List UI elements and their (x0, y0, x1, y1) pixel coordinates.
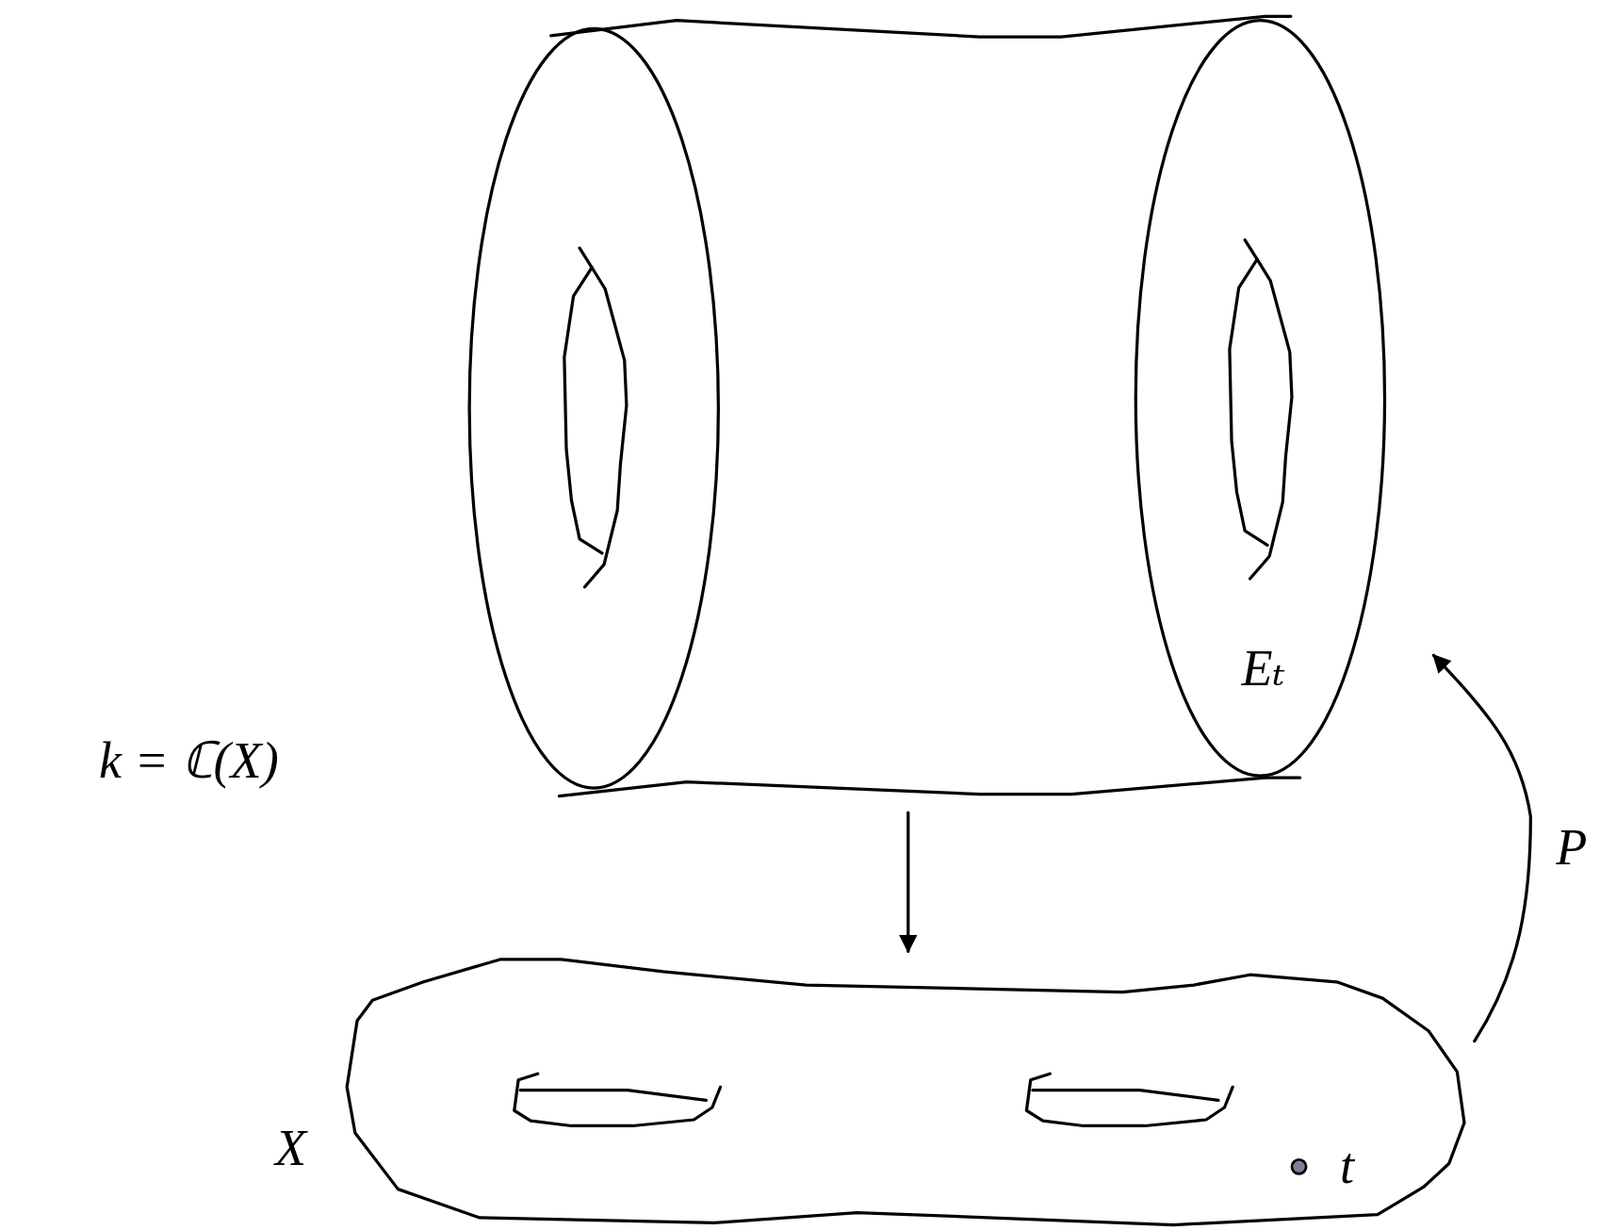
base-curve (346, 959, 1465, 1225)
section-label: P (1555, 821, 1587, 873)
fiber-label: Eₜ (1240, 642, 1285, 694)
field-label: k = ℂ(X) (98, 734, 279, 786)
curve-label: X (275, 1122, 307, 1174)
projection-arrow (906, 812, 910, 951)
fibration-total-space (469, 16, 1385, 796)
point-marker (1291, 1159, 1307, 1174)
section-arrow (1433, 654, 1531, 1041)
point-label: t (1339, 1140, 1355, 1192)
